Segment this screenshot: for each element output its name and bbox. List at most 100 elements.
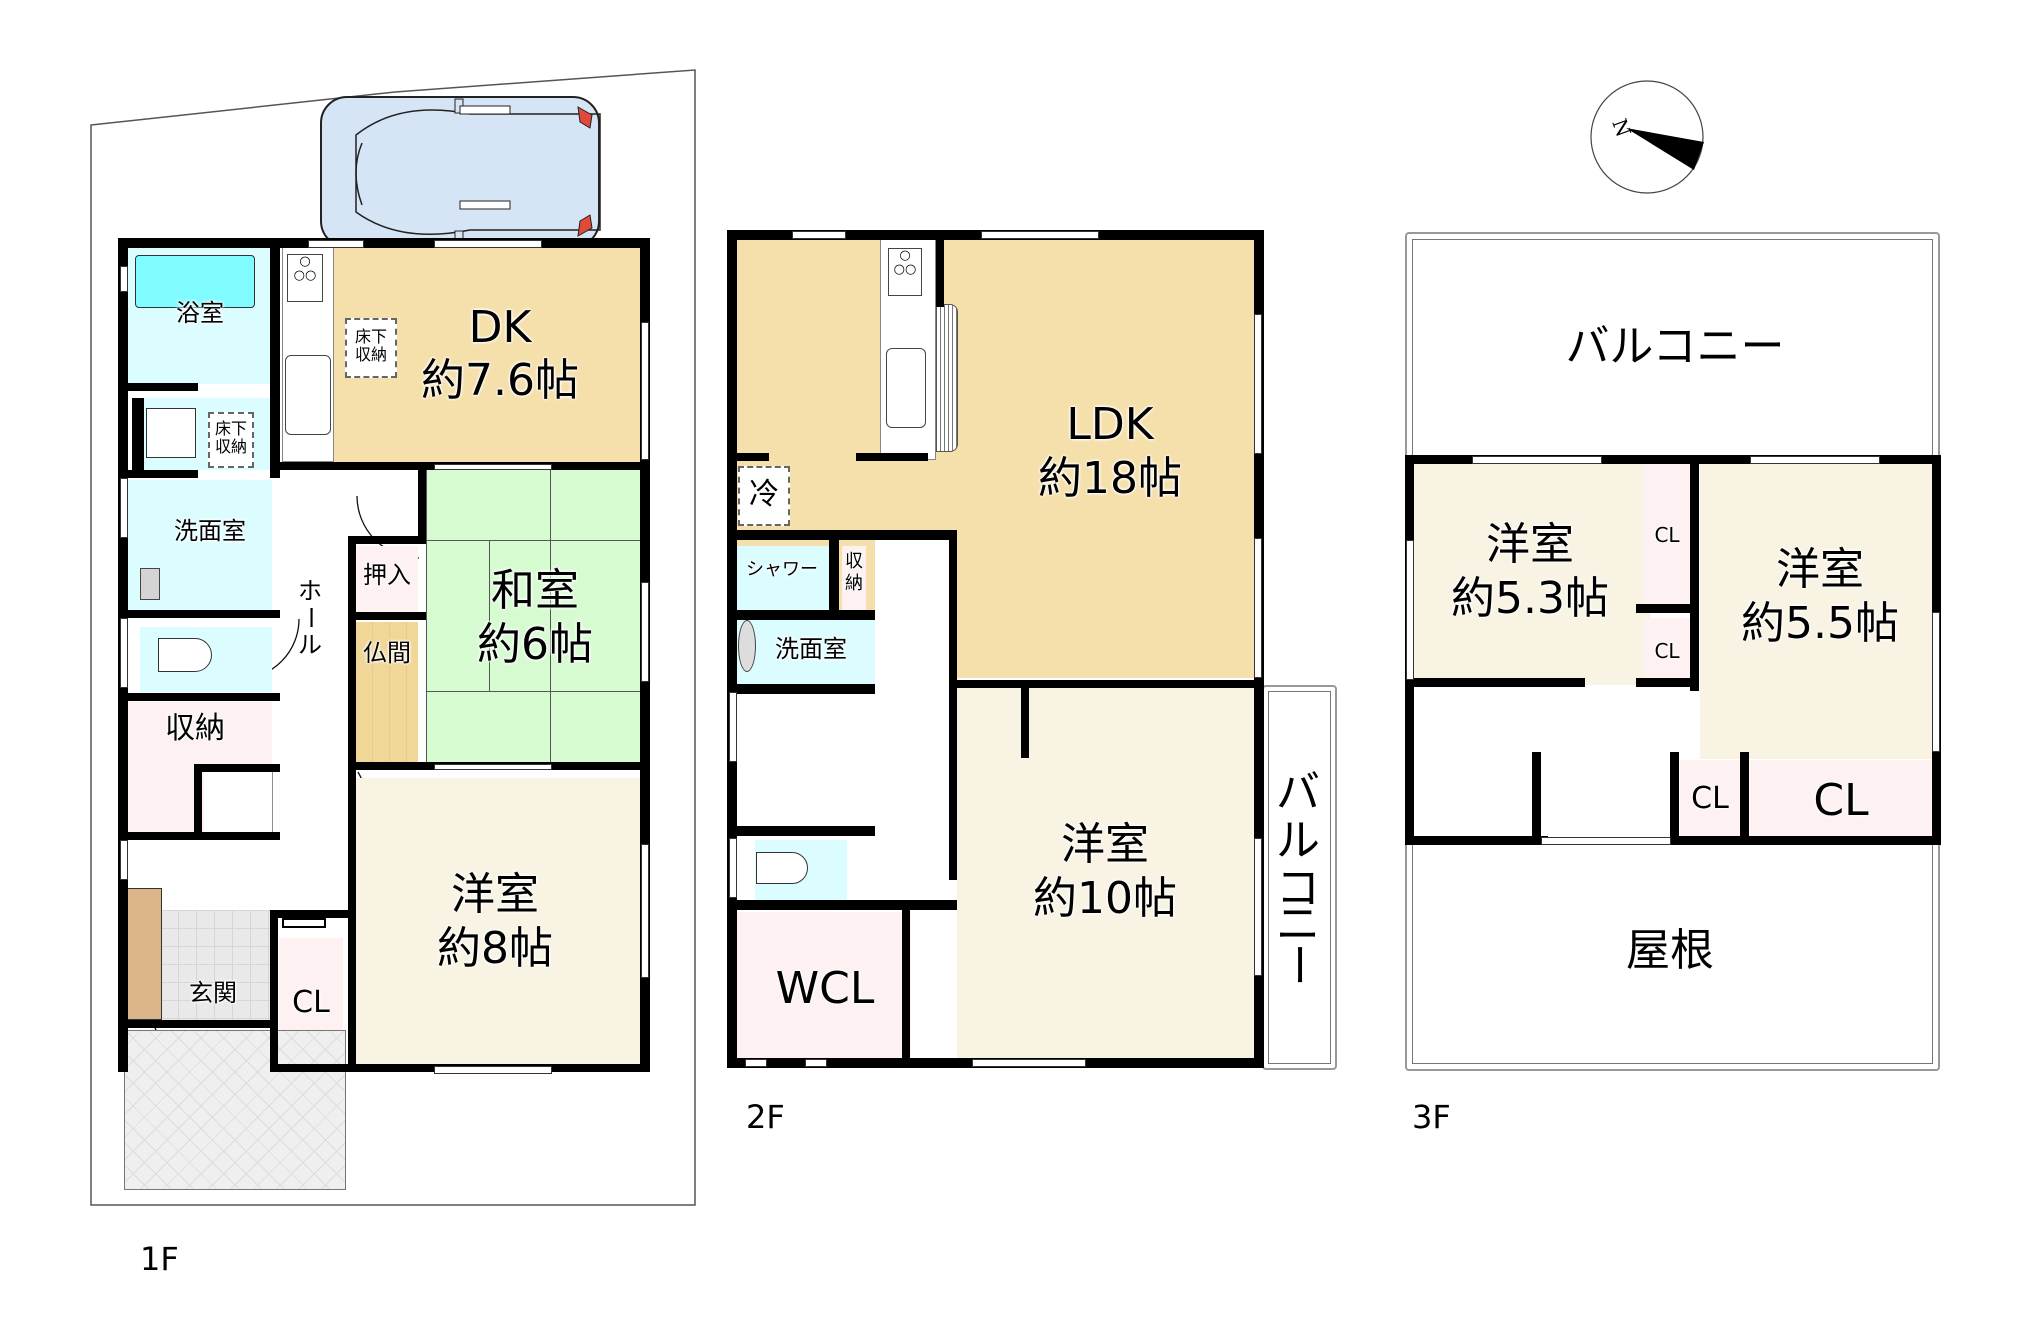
floor-label-3f: 3F bbox=[1412, 1098, 1451, 1136]
entrance-room[interactable] bbox=[160, 910, 272, 1026]
washitsu-room[interactable] bbox=[426, 470, 642, 768]
window bbox=[1472, 456, 1602, 464]
yoshitsu-8-room[interactable] bbox=[356, 778, 642, 1072]
closet-3f-3[interactable] bbox=[1680, 760, 1740, 836]
stove-icon: ○○○ bbox=[287, 254, 323, 302]
room-label-shower: シャワー bbox=[746, 559, 818, 580]
window bbox=[641, 844, 649, 978]
hall-char-3: ル bbox=[298, 631, 322, 659]
balcony-2f-char-4: ニ bbox=[1276, 899, 1320, 950]
underfloor-label-1a: 床下 bbox=[354, 327, 387, 346]
tatami-line bbox=[426, 691, 642, 692]
room-label-yoshitsu-5-5: 洋室 bbox=[1776, 544, 1864, 595]
wcl-room[interactable] bbox=[735, 912, 911, 1058]
balcony-2f-char-3: コ bbox=[1276, 863, 1320, 914]
stove-icon: ○○○ bbox=[888, 248, 922, 296]
toilet-icon bbox=[756, 852, 808, 884]
floor-label-2f: 2F bbox=[746, 1098, 785, 1136]
window bbox=[434, 464, 552, 470]
shoe-cabinet bbox=[126, 888, 162, 1020]
window bbox=[120, 266, 128, 292]
window bbox=[745, 1059, 767, 1067]
window bbox=[120, 618, 128, 688]
yoshitsu-5-3-room[interactable] bbox=[1411, 463, 1651, 685]
room-label-yoshitsu-8: 洋室 bbox=[451, 869, 539, 920]
window bbox=[1406, 540, 1414, 680]
window bbox=[120, 840, 128, 880]
closet-3f-4[interactable] bbox=[1750, 760, 1932, 836]
storage-2f-label-a: 収 bbox=[845, 551, 863, 572]
room-size-yoshitsu-10: 約10帖 bbox=[1033, 873, 1177, 924]
fridge-space[interactable] bbox=[738, 466, 790, 526]
basin-icon bbox=[140, 568, 160, 600]
oshiire-closet[interactable] bbox=[356, 546, 418, 612]
window bbox=[1541, 837, 1671, 845]
shower-room[interactable] bbox=[735, 546, 829, 610]
compass-icon: N bbox=[1590, 80, 1704, 194]
window bbox=[120, 478, 128, 538]
room-label-balcony-3f: バルコニー bbox=[1565, 321, 1785, 372]
washroom-2f[interactable] bbox=[735, 620, 875, 686]
room-label-butsuma: 仏間 bbox=[363, 639, 411, 667]
closet-3f-2-label: CL bbox=[1654, 639, 1680, 663]
room-label-oshiire: 押入 bbox=[363, 561, 411, 589]
room-label-washroom: 洗面室 bbox=[174, 517, 246, 545]
room-label-yoshitsu-10: 洋室 bbox=[1061, 819, 1149, 870]
room-label-yoshitsu-5-3: 洋室 bbox=[1486, 519, 1574, 570]
room-label-roof: 屋根 bbox=[1626, 925, 1714, 976]
closet-3f-3-label: CL bbox=[1691, 781, 1729, 816]
toilet-icon bbox=[158, 638, 212, 672]
room-size-ldk: 約18帖 bbox=[1038, 453, 1182, 504]
stairs-1f-area bbox=[204, 770, 272, 834]
porch bbox=[124, 1030, 346, 1190]
room-size-washitsu: 約6帖 bbox=[477, 619, 593, 670]
underfloor-label-2b: 収納 bbox=[214, 437, 247, 456]
room-size-dk: 約7.6帖 bbox=[421, 355, 579, 406]
balcony-2f-char-1: バ bbox=[1276, 767, 1320, 818]
svg-text:N: N bbox=[1607, 116, 1636, 141]
underfloor-storage-2[interactable] bbox=[208, 412, 254, 468]
window bbox=[434, 1066, 552, 1074]
window bbox=[308, 240, 364, 248]
room-label-storage: 収納 bbox=[165, 711, 225, 746]
floor-label-1f: 1F bbox=[140, 1240, 179, 1278]
closet-3f-2[interactable] bbox=[1644, 618, 1690, 684]
washer-icon bbox=[146, 408, 196, 458]
underfloor-storage-1[interactable] bbox=[345, 318, 397, 378]
tatami-line bbox=[426, 540, 642, 541]
window bbox=[729, 838, 737, 898]
storage-2f-label-b: 納 bbox=[845, 573, 863, 594]
room-size-yoshitsu-8: 約8帖 bbox=[437, 923, 553, 974]
basin-icon bbox=[738, 620, 756, 672]
window bbox=[1932, 612, 1940, 752]
window bbox=[729, 692, 737, 762]
closet-3f-1[interactable] bbox=[1644, 463, 1690, 607]
hall-char-1: ホ bbox=[298, 577, 322, 605]
window bbox=[972, 1059, 1086, 1067]
underfloor-label-1b: 収納 bbox=[354, 345, 387, 364]
yoshitsu-10-room[interactable] bbox=[957, 688, 1255, 1060]
room-label-washroom-2f: 洗面室 bbox=[775, 635, 847, 663]
room-label-closet-1f: CL bbox=[292, 985, 330, 1020]
room-size-yoshitsu-5-3: 約5.3帖 bbox=[1451, 573, 1609, 624]
fridge-label: 冷 bbox=[749, 477, 779, 512]
room-label-wcl: WCL bbox=[775, 963, 875, 1014]
closet-3f-4-label: CL bbox=[1813, 775, 1869, 826]
sink-icon bbox=[886, 348, 926, 428]
window bbox=[1750, 456, 1880, 464]
balcony-2f-char-5: ー bbox=[1272, 942, 1324, 987]
window bbox=[1254, 538, 1262, 678]
room-label-bath: 浴室 bbox=[176, 299, 224, 327]
tatami-line bbox=[489, 540, 490, 691]
room-size-yoshitsu-5-5: 約5.5帖 bbox=[1741, 598, 1899, 649]
window bbox=[434, 240, 542, 248]
storage-2f[interactable] bbox=[842, 546, 866, 610]
stairs-3f-area bbox=[1411, 690, 1541, 836]
yoshitsu-5-5-room[interactable] bbox=[1700, 463, 1932, 759]
car-icon bbox=[320, 96, 601, 248]
window bbox=[641, 322, 649, 460]
window bbox=[805, 1059, 827, 1067]
butsuma-alcove[interactable] bbox=[356, 622, 418, 762]
window bbox=[1254, 314, 1262, 454]
hall-2f bbox=[875, 538, 955, 918]
